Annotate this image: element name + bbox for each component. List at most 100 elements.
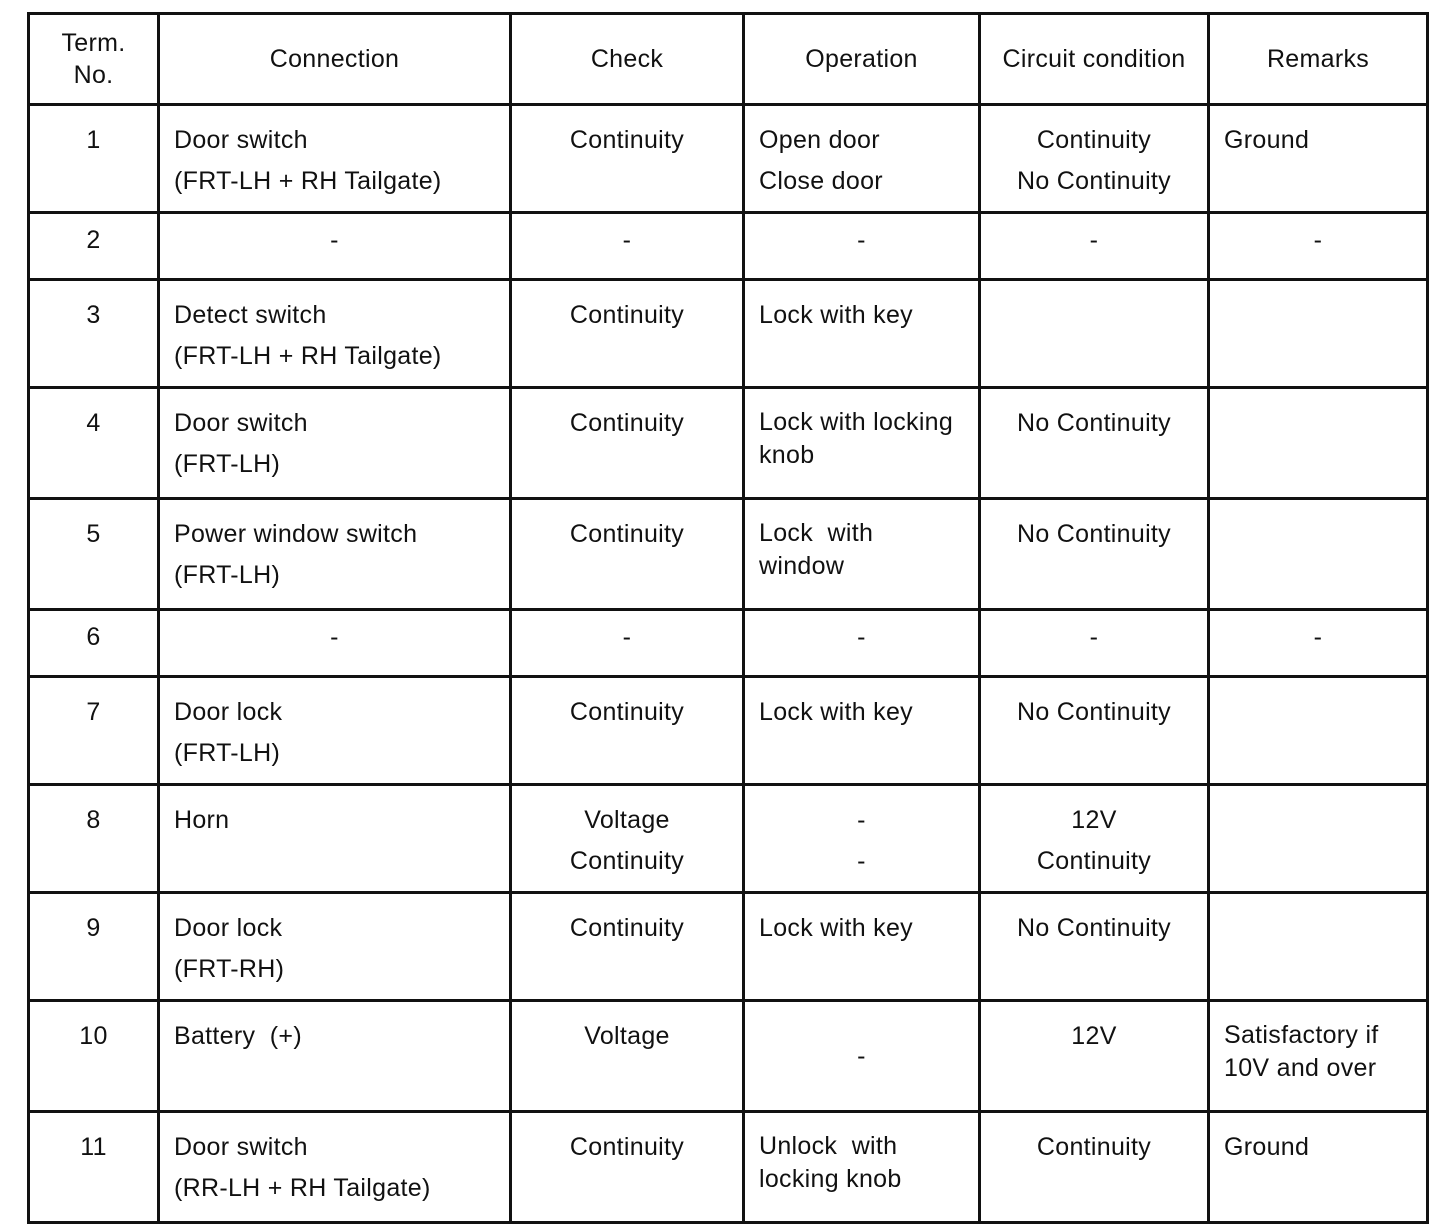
check-cell: Continuity xyxy=(509,675,745,786)
operation-line: Lock with xyxy=(759,519,874,547)
remarks-line: - xyxy=(1313,623,1323,651)
check-cell: Voltage xyxy=(509,999,745,1113)
table-row: 11 Door switch (RR-LH + RH Tailgate) Con… xyxy=(27,1110,1429,1224)
remarks-cell: - xyxy=(1207,211,1429,281)
operation-line: Lock with key xyxy=(759,698,913,726)
connection-line: (FRT-LH) xyxy=(174,561,281,589)
circuit-line: Continuity xyxy=(1036,847,1152,875)
operation-line: Lock with key xyxy=(759,914,913,942)
table-row: 8 Horn Voltage Continuity - - 12V Contin… xyxy=(27,783,1429,894)
check-cell: Continuity xyxy=(509,103,745,214)
check-cell: - xyxy=(509,211,745,281)
header-term-line-1: Term. xyxy=(61,29,126,57)
circuit-cell: No Continuity xyxy=(978,386,1210,500)
connection-line: (FRT-LH) xyxy=(174,739,281,767)
term-value: 10 xyxy=(79,1022,108,1050)
term-value: 4 xyxy=(86,409,101,437)
check-cell: Continuity xyxy=(509,386,745,500)
operation-line: - xyxy=(857,226,866,254)
header-row: Term. No. Connection Check Operation Cir… xyxy=(27,12,1429,106)
remarks-line: Satisfactory if xyxy=(1224,1021,1379,1049)
check-line: Continuity xyxy=(569,698,685,726)
term-value: 5 xyxy=(86,520,101,548)
check-cell: Continuity xyxy=(509,891,745,1002)
term-cell: 1 xyxy=(27,103,160,214)
check-line: Continuity xyxy=(569,126,685,154)
operation-cell: - xyxy=(742,608,981,678)
remarks-cell: - xyxy=(1207,608,1429,678)
term-value: 1 xyxy=(86,126,101,154)
operation-cell: Unlock with locking knob xyxy=(742,1110,981,1224)
connection-line: Door lock xyxy=(174,914,283,942)
circuit-line: Continuity xyxy=(1036,126,1152,154)
connection-cell: Horn xyxy=(157,783,512,894)
connection-cell: Door switch (FRT-LH) xyxy=(157,386,512,500)
circuit-line: - xyxy=(1089,226,1099,254)
check-cell: - xyxy=(509,608,745,678)
connection-cell: Door switch (FRT-LH + RH Tailgate) xyxy=(157,103,512,214)
connection-cell: - xyxy=(157,608,512,678)
remarks-cell: Satisfactory if 10V and over xyxy=(1207,999,1429,1113)
circuit-cell xyxy=(978,278,1210,389)
header-connection: Connection xyxy=(157,12,512,106)
operation-line: - xyxy=(857,847,866,875)
operation-cell: Lock with key xyxy=(742,278,981,389)
connection-cell: - xyxy=(157,211,512,281)
check-line: Continuity xyxy=(569,914,685,942)
operation-cell: - xyxy=(742,999,981,1113)
connection-line: Battery (+) xyxy=(174,1022,302,1050)
connection-cell: Door lock (FRT-RH) xyxy=(157,891,512,1002)
term-value: 6 xyxy=(86,623,101,651)
remarks-cell xyxy=(1207,675,1429,786)
connection-line: Horn xyxy=(174,806,230,834)
remarks-cell: Ground xyxy=(1207,1110,1429,1224)
circuit-cell: Continuity xyxy=(978,1110,1210,1224)
circuit-cell: 12V Continuity xyxy=(978,783,1210,894)
operation-line: Unlock with xyxy=(759,1132,898,1160)
table-row: 4 Door switch (FRT-LH) Continuity Lock w… xyxy=(27,386,1429,500)
operation-line: Open door xyxy=(759,126,880,154)
check-cell: Continuity xyxy=(509,278,745,389)
circuit-cell: - xyxy=(978,608,1210,678)
circuit-cell: - xyxy=(978,211,1210,281)
connection-line: Door switch xyxy=(174,126,308,154)
remarks-cell xyxy=(1207,891,1429,1002)
connection-line: Door switch xyxy=(174,1133,308,1161)
check-line: - xyxy=(622,623,632,651)
term-cell: 5 xyxy=(27,497,160,611)
connection-line: (FRT-RH) xyxy=(174,955,285,983)
term-value: 11 xyxy=(80,1133,107,1161)
check-line: Voltage xyxy=(584,1022,670,1050)
connection-cell: Power window switch (FRT-LH) xyxy=(157,497,512,611)
term-cell: 8 xyxy=(27,783,160,894)
connection-line: Detect switch xyxy=(174,301,327,329)
operation-line: - xyxy=(857,1041,866,1070)
header-term-line-2: No. xyxy=(73,61,114,89)
term-cell: 2 xyxy=(27,211,160,281)
remarks-line: Ground xyxy=(1224,126,1310,154)
table-row: 6 - - - - - xyxy=(27,608,1429,678)
remarks-cell xyxy=(1207,497,1429,611)
circuit-line: No Continuity xyxy=(1017,914,1171,942)
check-cell: Continuity xyxy=(509,497,745,611)
circuit-line: No Continuity xyxy=(1017,698,1171,726)
term-value: 8 xyxy=(86,806,101,834)
circuit-line: 12V xyxy=(1071,806,1117,834)
table-row: 5 Power window switch (FRT-LH) Continuit… xyxy=(27,497,1429,611)
term-cell: 4 xyxy=(27,386,160,500)
table-row: 1 Door switch (FRT-LH + RH Tailgate) Con… xyxy=(27,103,1429,214)
connection-line: (FRT-LH + RH Tailgate) xyxy=(174,342,442,370)
connection-line: (FRT-LH + RH Tailgate) xyxy=(174,167,442,195)
check-cell: Voltage Continuity xyxy=(509,783,745,894)
term-value: 7 xyxy=(86,698,101,726)
operation-cell: Lock with window xyxy=(742,497,981,611)
circuit-line: No Continuity xyxy=(1017,520,1171,548)
header-term: Term. No. xyxy=(27,12,160,106)
remarks-cell xyxy=(1207,783,1429,894)
circuit-line: - xyxy=(1089,623,1099,651)
term-cell: 9 xyxy=(27,891,160,1002)
term-cell: 11 xyxy=(27,1110,160,1224)
term-cell: 6 xyxy=(27,608,160,678)
term-value: 2 xyxy=(86,226,101,254)
table-row: 9 Door lock (FRT-RH) Continuity Lock wit… xyxy=(27,891,1429,1002)
